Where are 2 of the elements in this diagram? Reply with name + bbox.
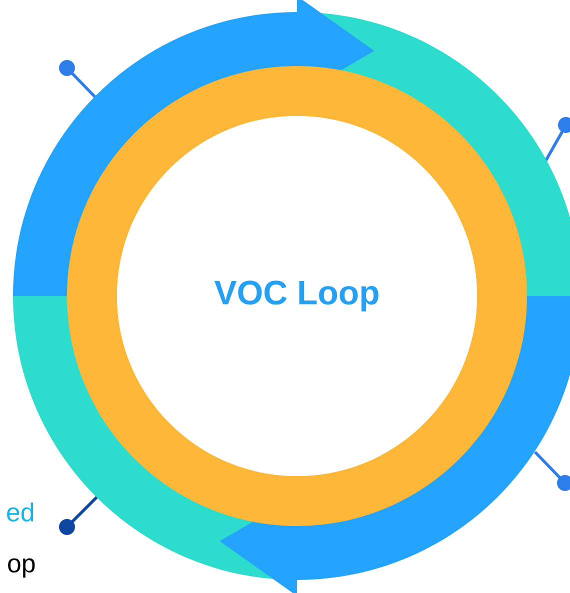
- label-text: op: [8, 558, 35, 578]
- label-text: ed: [7, 502, 34, 522]
